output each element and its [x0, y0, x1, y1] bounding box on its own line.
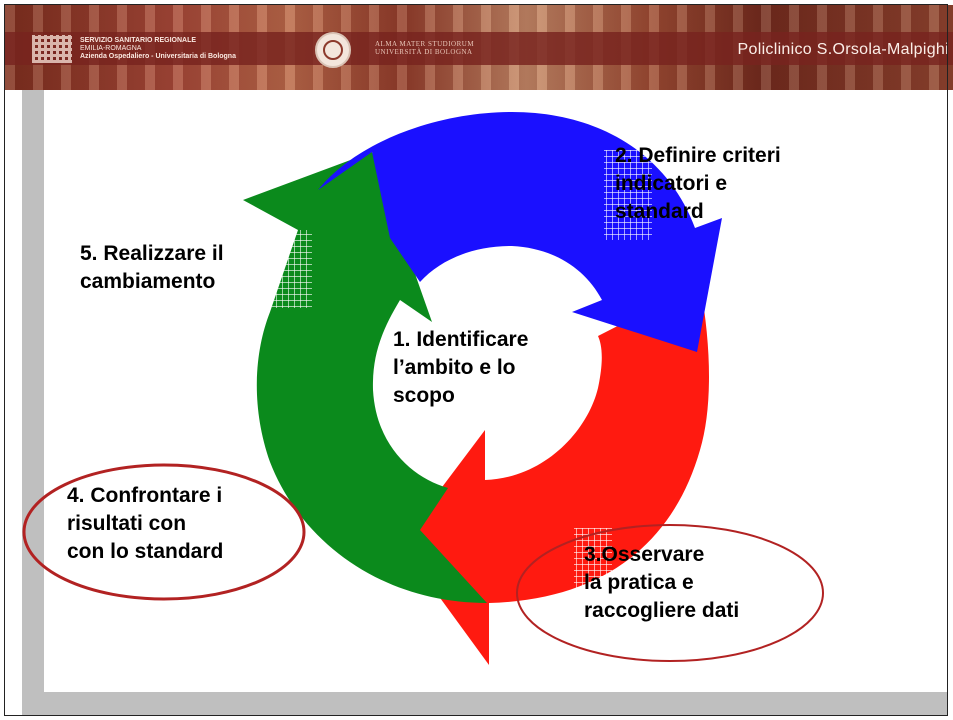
alma-text: ALMA MATER STUDIORUM UNIVERSITÀ DI BOLOG… [375, 40, 474, 56]
ssr-line-3: Azienda Ospedaliero - Universitaria di B… [80, 53, 236, 60]
step3-label: 3.Osservare la pratica e raccogliere dat… [584, 541, 739, 625]
slide-frame [4, 4, 948, 716]
step1-line-3: scopo [393, 384, 455, 407]
left-gray-band [22, 90, 44, 692]
step5-label: 5. Realizzare il cambiamento [80, 240, 224, 296]
step4-line-3: con lo standard [67, 540, 224, 563]
step4-label: 4. Confrontare i risultati con con lo st… [67, 482, 223, 566]
hospital-name: Policlinico S.Orsola-Malpighi [737, 41, 949, 58]
step1-line-1: 1. Identificare [393, 328, 529, 351]
step2-line-2: indicatori e [615, 172, 728, 195]
grid-patch-green [264, 230, 312, 308]
university-seal-icon [315, 32, 351, 68]
alma-line-2: UNIVERSITÀ DI BOLOGNA [375, 48, 473, 56]
oval-step4 [22, 463, 306, 601]
header-banner: SERVIZIO SANITARIO REGIONALE EMILIA-ROMA… [5, 5, 953, 90]
step1-line-2: l’ambito e lo [393, 356, 516, 379]
ssr-line-1: SERVIZIO SANITARIO REGIONALE [80, 37, 197, 44]
step3-line-1: 3.Osservare [584, 543, 705, 566]
step2-line-1: 2. Definire criteri [615, 144, 781, 167]
ssr-text: SERVIZIO SANITARIO REGIONALE EMILIA-ROMA… [80, 37, 236, 61]
step4-line-1: 4. Confrontare i [67, 484, 223, 507]
step2-label: 2. Definire criteri indicatori e standar… [615, 142, 781, 226]
ssr-line-2: EMILIA-ROMAGNA [80, 45, 142, 52]
step4-line-2: risultati con [67, 512, 187, 535]
oval-step3 [516, 524, 824, 662]
step2-line-3: standard [615, 200, 704, 223]
step5-line-2: cambiamento [80, 270, 216, 293]
alma-line-1: ALMA MATER STUDIORUM [375, 40, 475, 48]
red-arrow [400, 284, 709, 665]
step5-line-1: 5. Realizzare il [80, 242, 224, 265]
bottom-gray-band [22, 692, 948, 716]
header-bar [5, 32, 953, 65]
grid-patch-blue [604, 150, 652, 240]
step3-line-2: la pratica e [584, 571, 694, 594]
ssr-logo-icon [32, 35, 72, 63]
step1-label: 1. Identificare l’ambito e lo scopo [393, 326, 528, 410]
step3-line-3: raccogliere dati [584, 599, 740, 622]
